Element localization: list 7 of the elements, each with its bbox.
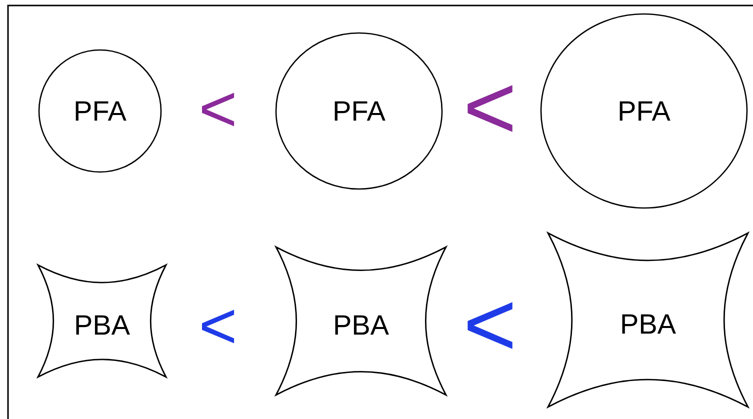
less-than-sign: < bbox=[468, 85, 512, 132]
circle-node: PFA bbox=[275, 32, 443, 190]
less-than-sign: < bbox=[202, 92, 234, 126]
circle-node: PFA bbox=[38, 49, 162, 173]
circle-node: PFA bbox=[540, 13, 748, 209]
less-than-sign: < bbox=[468, 302, 512, 349]
less-than-sign: < bbox=[202, 310, 234, 344]
